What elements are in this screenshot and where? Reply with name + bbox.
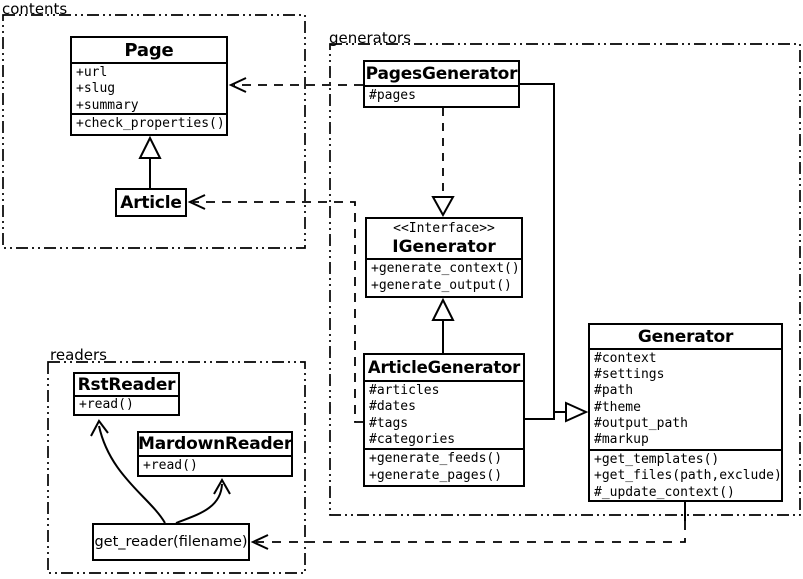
method: +generate_context() [371, 261, 520, 276]
inheritance-line-pagesgenerator-generator [520, 83, 566, 413]
class-igenerator: <<Interface>> IGenerator +generate_conte… [365, 217, 523, 298]
arrowhead-markdownreader [213, 477, 231, 495]
inheritance-triangle-igenerator-bottom [431, 297, 455, 321]
node-get-reader: get_reader(filename) [92, 523, 250, 561]
class-articlegenerator-name: ArticleGenerator [365, 355, 523, 382]
attribute: #settings [594, 367, 665, 383]
class-generator-attributes: #context #settings #path #theme #output_… [590, 350, 781, 451]
class-rstreader-name: RstReader [75, 374, 178, 397]
method: #_update_context() [594, 484, 735, 500]
class-igenerator-name: IGenerator [392, 236, 496, 257]
method: +generate_feeds() [369, 451, 503, 466]
realization-triangle-igenerator-top [431, 196, 455, 218]
class-article: Article [115, 188, 187, 217]
package-label-contents: contents [2, 0, 68, 18]
method: +get_templates() [594, 452, 720, 467]
class-article-name: Article [120, 192, 182, 213]
attribute: +summary [76, 97, 139, 113]
inheritance-triangle-generator-left [565, 401, 589, 423]
method: +generate_output() [371, 277, 512, 293]
attribute: #articles [369, 383, 440, 398]
class-igenerator-methods: +generate_context() +generate_output() [367, 260, 521, 296]
class-articlegenerator-attributes: #articles #dates #tags #categories [365, 382, 523, 450]
attribute: #dates [369, 399, 416, 415]
method: +generate_pages() [369, 467, 503, 483]
class-pagesgenerator: PagesGenerator #pages [363, 60, 520, 108]
attribute: #pages [369, 88, 416, 103]
attribute: #output_path [594, 415, 688, 431]
dependency-arrowhead-getreader [250, 534, 269, 550]
class-page-name: Page [72, 38, 226, 64]
class-page-attributes: +url +slug +summary [72, 64, 226, 115]
curve-getreader-markdownreader [175, 483, 223, 524]
attribute: #markup [594, 432, 649, 448]
inheritance-triangle-article-page [138, 135, 162, 159]
class-generator: Generator #context #settings #path #them… [588, 323, 783, 502]
class-rstreader: RstReader +read() [73, 372, 180, 416]
package-generators-border [329, 43, 801, 516]
attribute: +slug [76, 81, 116, 97]
dependency-arrowhead-article [187, 194, 206, 210]
attribute: #tags [369, 415, 409, 431]
dependency-line-generator-getreader [256, 521, 686, 543]
class-articlegenerator: ArticleGenerator #articles #dates #tags … [363, 353, 525, 487]
class-igenerator-stereotype: <<Interface>> [393, 220, 495, 236]
class-pagesgenerator-attributes: #pages [365, 87, 518, 106]
class-markdownreader: MardownReader +read() [137, 431, 293, 477]
attribute: +url [76, 65, 108, 80]
curve-getreader-rstreader [98, 425, 166, 524]
arrowhead-rstreader [90, 419, 109, 437]
attribute: #categories [369, 431, 456, 447]
class-page: Page +url +slug +summary +check_properti… [70, 36, 228, 136]
package-readers-border [47, 361, 306, 574]
method: +check_properties() [76, 116, 225, 131]
method: +get_files(path,exclude) [594, 468, 781, 484]
class-page-methods: +check_properties() [72, 115, 226, 134]
class-generator-name: Generator [590, 325, 781, 350]
dependency-arrowhead-page [228, 77, 247, 93]
package-label-readers: readers [50, 346, 107, 364]
method: +read() [143, 458, 198, 473]
class-articlegenerator-methods: +generate_feeds() +generate_pages() [365, 450, 523, 485]
inheritance-line-articlegenerator-generator [525, 412, 555, 420]
attribute: #context [594, 351, 657, 366]
attribute: #theme [594, 399, 641, 415]
class-pagesgenerator-name: PagesGenerator [365, 62, 518, 87]
class-igenerator-header: <<Interface>> IGenerator [367, 219, 521, 260]
class-rstreader-methods: +read() [75, 397, 178, 414]
attribute: #path [594, 383, 634, 399]
package-contents-border [2, 14, 306, 249]
class-generator-methods: +get_templates() +get_files(path,exclude… [590, 451, 781, 500]
class-markdownreader-name: MardownReader [138, 433, 292, 457]
class-markdownreader-methods: +read() [139, 457, 291, 475]
dependency-line-articlegenerator-article [193, 201, 363, 423]
method: +read() [79, 397, 134, 412]
package-label-generators: generators [329, 29, 411, 47]
